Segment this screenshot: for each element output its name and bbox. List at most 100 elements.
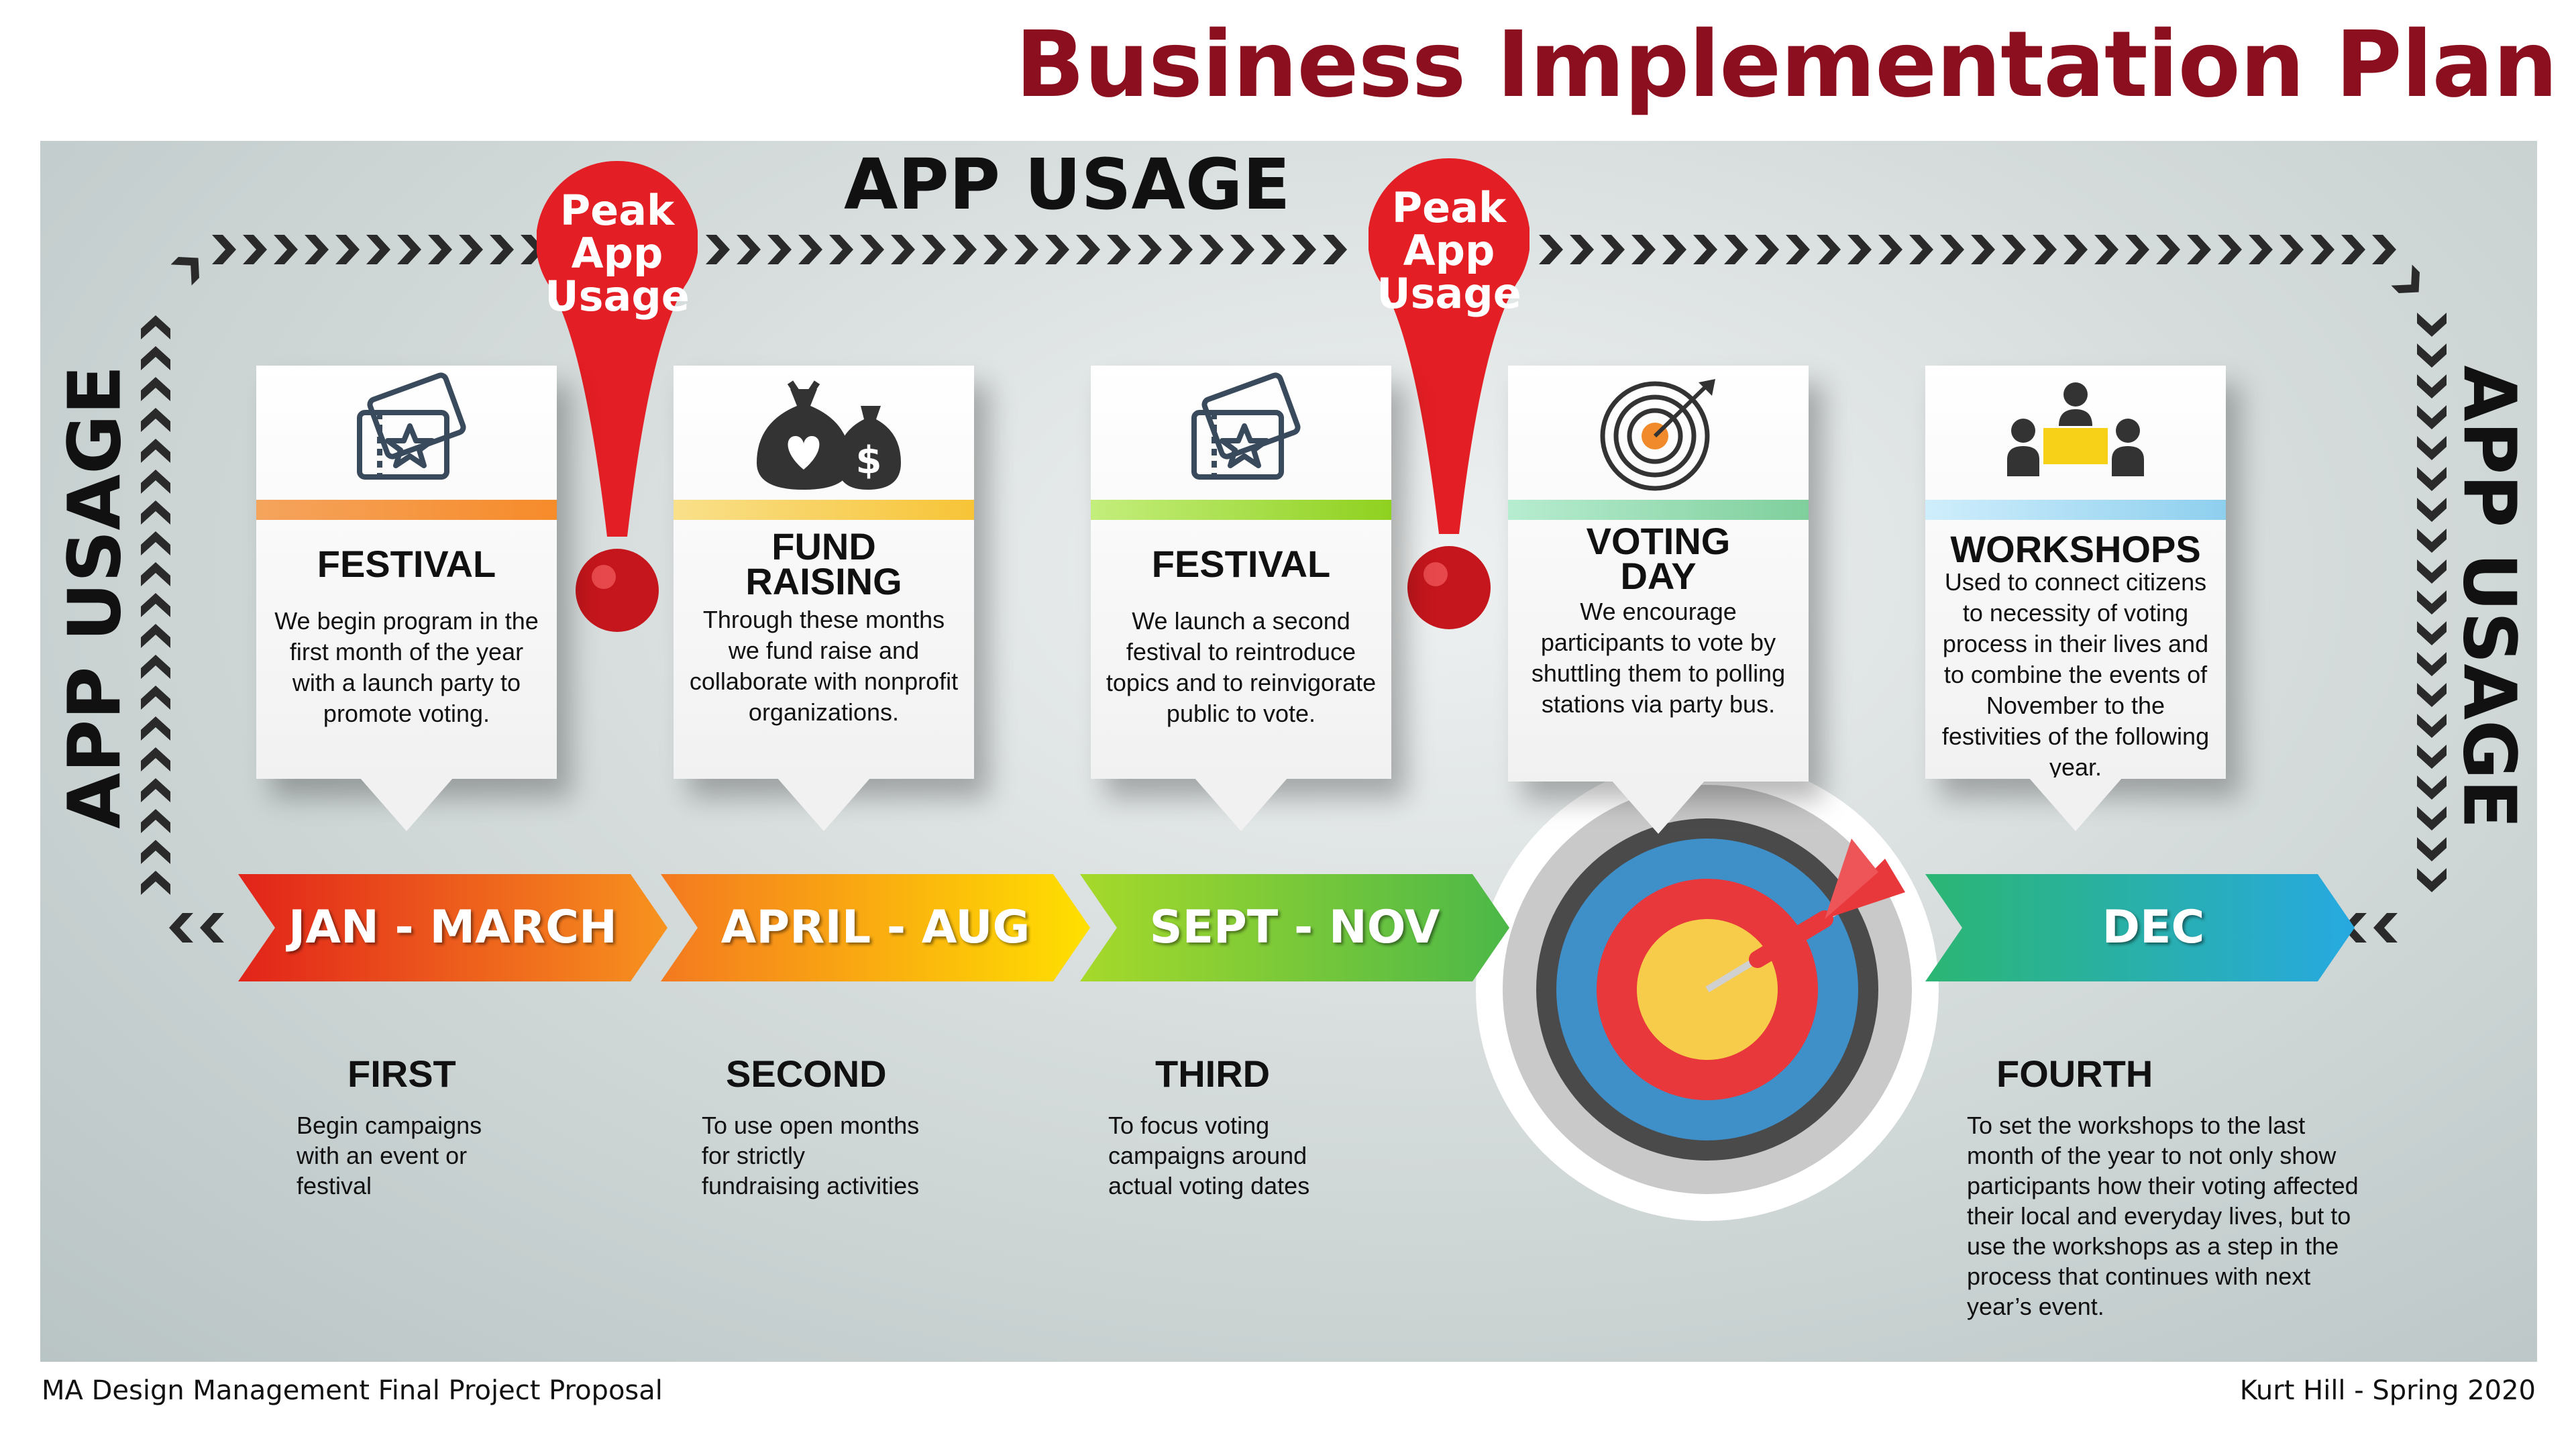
chevron-down-icon bbox=[2417, 343, 2447, 368]
chevron-up-icon bbox=[141, 809, 170, 833]
card-title: FESTIVAL bbox=[1151, 543, 1331, 585]
chevron-down-icon bbox=[2417, 436, 2447, 460]
arrow-label: APRIL - AUG bbox=[720, 901, 1030, 954]
card-fund-raising: $ FUND RAISING Through these months we f… bbox=[674, 366, 974, 831]
card-color-bar bbox=[674, 500, 974, 520]
pin-label: Peak App Usage bbox=[537, 189, 698, 318]
page-title: Business Implementation Plan bbox=[1015, 12, 2558, 118]
phase-title-second: SECOND bbox=[726, 1053, 887, 1095]
chevron-up-icon bbox=[141, 686, 170, 710]
timeline-arrow-april-aug: APRIL - AUG bbox=[661, 874, 1090, 981]
chevron-right-icon bbox=[2372, 235, 2396, 264]
chevron-right-icon bbox=[798, 235, 822, 264]
chevron-right-icon bbox=[2156, 235, 2180, 264]
chevron-right-icon bbox=[2033, 235, 2057, 264]
chevron-right-icon bbox=[2063, 235, 2088, 264]
target-icon bbox=[1600, 379, 1715, 491]
peak-app-usage-pin-2: Peak App Usage bbox=[1367, 158, 1531, 655]
chevron-right-icon bbox=[1292, 235, 1316, 264]
chevron-right-icon bbox=[1755, 235, 1779, 264]
card-body: Used to connect citizens to necessity of… bbox=[1941, 568, 2210, 781]
arrow-label: JAN - MARCH bbox=[288, 901, 617, 954]
chevron-right-icon bbox=[459, 235, 483, 264]
chevron-right-icon bbox=[1138, 235, 1162, 264]
chevron-right-icon bbox=[860, 235, 884, 264]
chevron-right-icon bbox=[366, 235, 390, 264]
pin-line-3: Usage bbox=[545, 272, 690, 321]
phase-text-second: To use open months for strictly fundrais… bbox=[702, 1112, 920, 1199]
card-festival-1: FESTIVAL We begin program in the first m… bbox=[256, 366, 557, 831]
card-title: FUND RAISING bbox=[745, 525, 902, 602]
chevron-right-icon bbox=[1940, 235, 1964, 264]
arrow-label: DEC bbox=[2102, 901, 2205, 954]
chevron-right-icon bbox=[1971, 235, 1995, 264]
chevron-right-icon bbox=[1847, 235, 1872, 264]
chevron-right-icon bbox=[953, 235, 977, 264]
chevron-right-icon bbox=[212, 235, 236, 264]
chevron-right-icon bbox=[737, 235, 761, 264]
chevron-up-icon bbox=[141, 593, 170, 617]
chevron-right-icon bbox=[1261, 235, 1285, 264]
chevron-down-icon bbox=[2417, 683, 2447, 707]
peak-app-usage-pin-1: Peak App Usage bbox=[535, 160, 699, 657]
chevron-up-icon bbox=[141, 747, 170, 771]
card-title: VOTING DAY bbox=[1586, 520, 1731, 597]
card-pointer bbox=[777, 777, 871, 831]
chevron-down-icon bbox=[2417, 714, 2447, 738]
chevron-left-icon bbox=[2373, 913, 2398, 943]
card-color-bar bbox=[1925, 500, 2226, 520]
chevron-right-icon bbox=[490, 235, 514, 264]
chevron-down-icon bbox=[2417, 590, 2447, 614]
chevron-down-icon bbox=[2417, 559, 2447, 584]
chevron-down-icon bbox=[2417, 405, 2447, 429]
chevron-up-icon bbox=[141, 408, 170, 432]
timeline-arrow-jan-march: JAN - MARCH bbox=[238, 874, 667, 981]
card-body: We encourage participants to vote by shu… bbox=[1531, 598, 1786, 718]
card-body: We begin program in the first month of t… bbox=[274, 607, 539, 727]
card-color-bar bbox=[256, 500, 557, 520]
money-bags-icon: $ bbox=[757, 380, 901, 490]
chevron-right-icon bbox=[1076, 235, 1100, 264]
chevron-right-icon bbox=[922, 235, 946, 264]
chevron-up-icon bbox=[141, 840, 170, 864]
card-color-bar bbox=[1091, 500, 1391, 520]
card-body: Through these months we fund raise and c… bbox=[689, 606, 959, 726]
tickets-icon bbox=[1191, 372, 1301, 480]
bullseye-target bbox=[1476, 758, 1939, 1221]
pin-line-2: App bbox=[1403, 226, 1495, 275]
timeline-arrow-sept-nov: SEPT - NOV bbox=[1080, 874, 1509, 981]
app-usage-left-label: APP USAGE bbox=[53, 365, 138, 829]
chevron-right-icon bbox=[305, 235, 329, 264]
chevron-down-icon bbox=[2417, 868, 2447, 892]
chevron-right-icon bbox=[1909, 235, 1933, 264]
chevron-right-icon bbox=[274, 235, 298, 264]
chevron-right-icon bbox=[706, 235, 730, 264]
chevron-right-icon bbox=[2002, 235, 2026, 264]
chevron-right-icon bbox=[1631, 235, 1656, 264]
chevron-right-icon bbox=[1601, 235, 1625, 264]
chevron-right-icon bbox=[397, 235, 421, 264]
arrow-label: SEPT - NOV bbox=[1149, 901, 1440, 954]
chevron-right-icon bbox=[1323, 235, 1347, 264]
chevron-right-icon bbox=[829, 235, 853, 264]
card-title: WORKSHOPS bbox=[1950, 528, 2201, 570]
chevron-right-icon bbox=[1169, 235, 1193, 264]
chevron-right-icon bbox=[2218, 235, 2242, 264]
arrow-shape bbox=[1080, 874, 1509, 981]
chevron-up-icon bbox=[141, 500, 170, 525]
chevron-right-icon bbox=[428, 235, 452, 264]
arrow-shape bbox=[661, 874, 1090, 981]
chevron-down-icon bbox=[2417, 529, 2447, 553]
chevron-right-icon bbox=[1570, 235, 1594, 264]
footer-author: Kurt Hill - Spring 2020 bbox=[2239, 1375, 2536, 1406]
chevron-left-icon bbox=[200, 913, 224, 943]
pin-line-3: Usage bbox=[1377, 269, 1521, 318]
chevron-right-icon bbox=[2341, 235, 2365, 264]
card-title: FESTIVAL bbox=[317, 543, 496, 585]
chevron-up-icon bbox=[141, 346, 170, 370]
chevron-right-icon bbox=[1693, 235, 1717, 264]
chevron-right-icon bbox=[983, 235, 1008, 264]
chevron-right-icon bbox=[1014, 235, 1038, 264]
card-workshops: WORKSHOPS Used to connect citizens to ne… bbox=[1925, 366, 2226, 831]
footer-project-label: MA Design Management Final Project Propo… bbox=[42, 1375, 663, 1406]
